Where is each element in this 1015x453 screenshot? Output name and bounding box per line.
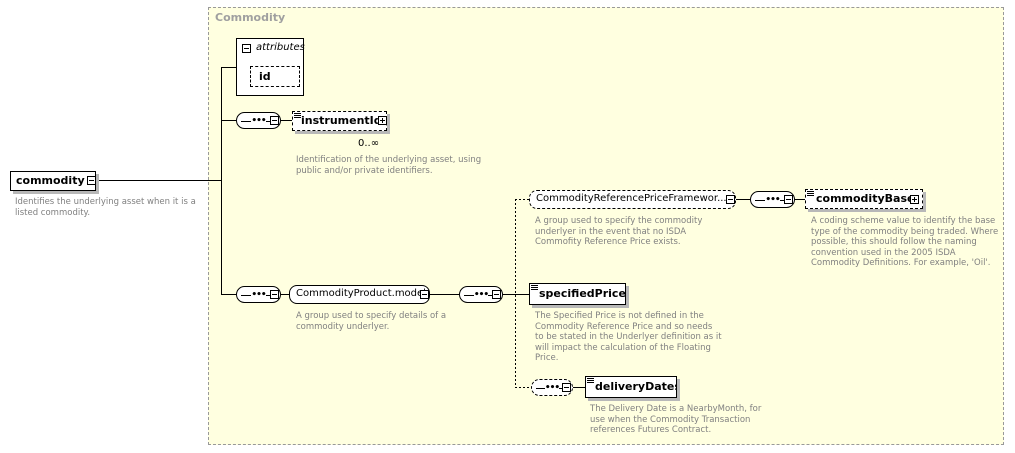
expand-icon[interactable] xyxy=(910,195,919,204)
type-title: Commodity xyxy=(215,11,286,24)
desc-line: use when the Commodity Transaction xyxy=(590,414,751,425)
attributes-collapse-icon[interactable] xyxy=(242,44,251,53)
commodity-type-frame xyxy=(208,7,1004,445)
sequence-collapse-icon[interactable] xyxy=(562,383,571,392)
specifiedPrice-description: The Specified Price is not defined in th… xyxy=(535,311,722,364)
desc-line: public and/or private identifiers. xyxy=(296,165,433,176)
desc-line: The Specified Price is not defined in th… xyxy=(535,311,704,321)
commodityProduct-label: CommodityProduct.model xyxy=(296,288,426,299)
documentation-icon xyxy=(807,191,814,197)
sequence-collapse-icon[interactable] xyxy=(784,195,793,204)
instrumentId-description: Identification of the underlying asset, … xyxy=(296,155,481,176)
desc-line: possible, this should follow the naming xyxy=(811,237,977,247)
specifiedPrice-label: specifiedPrice xyxy=(539,287,626,300)
deliveryDates-element[interactable]: deliveryDates xyxy=(585,376,677,398)
desc-line: Identification of the underlying asset, … xyxy=(296,155,482,165)
deliveryDates-label: deliveryDates xyxy=(595,380,677,393)
desc-line: listed commodity. xyxy=(15,207,91,218)
deliveryDates-description: The Delivery Date is a NearbyMonth, for … xyxy=(590,404,761,436)
instrumentId-cardinality: 0..∞ xyxy=(358,138,380,149)
desc-line: A coding scheme value to identify the ba… xyxy=(811,216,996,226)
commodity-description: Identifies the underlying asset when it … xyxy=(15,197,196,218)
attribute-id[interactable]: id xyxy=(250,66,300,87)
sequence-collapse-icon[interactable] xyxy=(270,116,279,125)
desc-line: to be stated in the Underlyer definition… xyxy=(535,332,722,342)
documentation-icon xyxy=(587,378,594,384)
instrumentId-label: instrumentId xyxy=(301,114,382,127)
attributes-label: attributes xyxy=(256,42,305,53)
desc-line: The Delivery Date is a NearbyMonth, for xyxy=(590,404,762,414)
commodityBase-label: commodityBase xyxy=(816,192,915,205)
commodityBase-description: A coding scheme value to identify the ba… xyxy=(811,216,998,269)
commodity-element-label: commodity xyxy=(16,174,85,187)
desc-line: references Futures Contract. xyxy=(590,425,712,435)
sequence-compositor-icon[interactable]: ••• xyxy=(236,286,281,303)
desc-line: Commodity Reference Price and so needs xyxy=(535,321,713,332)
sequence-compositor-icon[interactable]: ••• xyxy=(236,112,281,129)
referencePriceFramework-description: A group used to specify the commodity un… xyxy=(535,216,702,248)
expand-icon[interactable] xyxy=(378,116,387,125)
referencePriceFramework-group[interactable]: CommodityReferencePriceFramewor... xyxy=(529,190,736,209)
desc-line: A group used to specify the commodity xyxy=(535,216,703,226)
desc-line: Identifies the underlying asset when it … xyxy=(15,197,196,207)
commodityProduct-description: A group used to specify details of a com… xyxy=(296,311,446,332)
group-collapse-icon[interactable] xyxy=(726,195,735,204)
desc-line: convention used in the 2005 ISDA xyxy=(811,247,956,258)
desc-line: Price. xyxy=(535,353,559,363)
sequence-compositor-icon[interactable]: ••• xyxy=(750,191,795,208)
desc-line: A group used to specify details of a xyxy=(296,311,447,321)
desc-line: commodity underlyer. xyxy=(296,321,390,332)
commodityProduct-model-group[interactable]: CommodityProduct.model xyxy=(289,285,430,304)
desc-line: Commodity Definitions. For example, 'Oil… xyxy=(811,258,991,268)
group-collapse-icon[interactable] xyxy=(420,290,429,299)
referencePriceFramework-label: CommodityReferencePriceFramewor... xyxy=(536,193,727,204)
sequence-collapse-icon[interactable] xyxy=(270,290,279,299)
instrumentId-element[interactable]: instrumentId xyxy=(292,111,387,131)
commodity-element[interactable]: commodity xyxy=(10,171,96,191)
desc-line: underlyer in the event that no ISDA xyxy=(535,226,687,237)
documentation-icon xyxy=(531,285,538,291)
desc-line: will impact the calculation of the Float… xyxy=(535,342,711,353)
desc-line: Commofity Reference Price exists. xyxy=(535,237,681,247)
specifiedPrice-element[interactable]: specifiedPrice xyxy=(529,283,626,305)
documentation-icon xyxy=(294,113,301,119)
collapse-icon[interactable] xyxy=(87,176,96,185)
commodityBase-element[interactable]: commodityBase xyxy=(805,189,923,209)
desc-line: type of the commodity being traded. Wher… xyxy=(811,226,999,237)
sequence-collapse-icon[interactable] xyxy=(492,290,501,299)
